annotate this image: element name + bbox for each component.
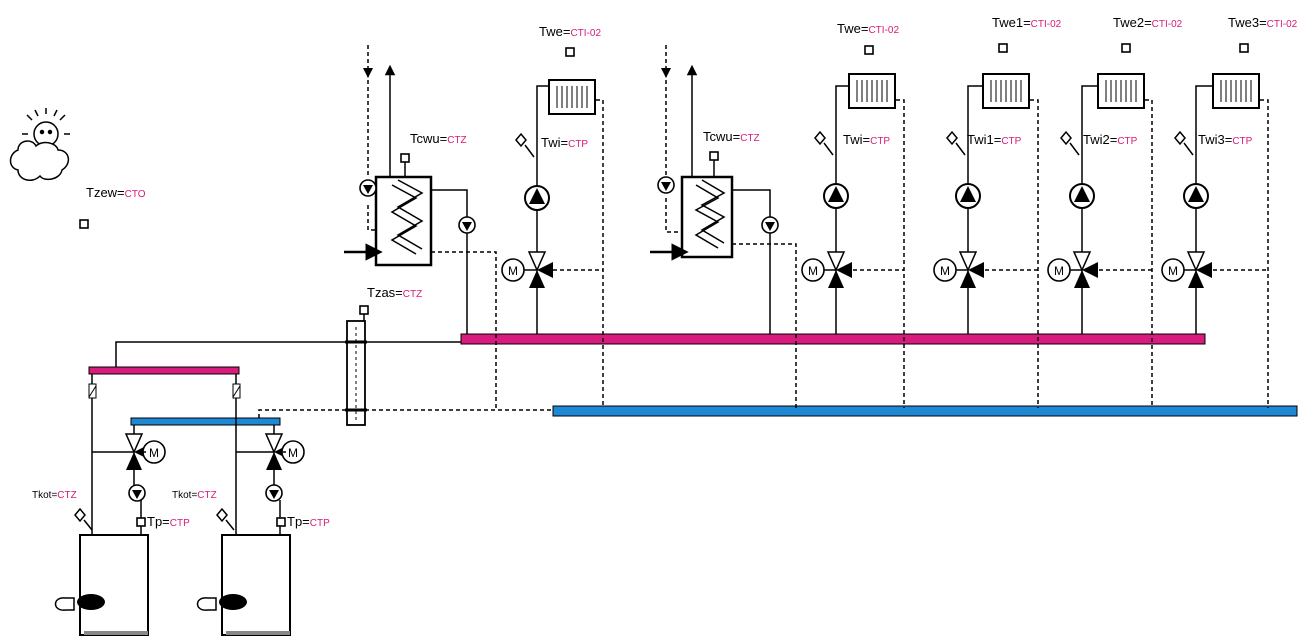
pump-icon [1183, 183, 1209, 209]
label-tkot-1: Tkot=CTZ [32, 490, 77, 501]
sensor-tzew [79, 219, 89, 229]
sensor-tcwu-2 [709, 151, 719, 161]
supply-manifold-main [460, 333, 1206, 345]
svg-text:M: M [508, 264, 518, 278]
thermostat-icon [1060, 131, 1072, 145]
radiator-icon [1212, 73, 1260, 109]
valve-motor-icon: M [1161, 258, 1185, 282]
thermostat-icon [74, 508, 86, 522]
sensor-twe-a [565, 47, 575, 57]
heating-circuit-3: M [1161, 43, 1269, 408]
label-tzas: Tzas=CTZ [367, 285, 422, 300]
label-tkot-2: Tkot=CTZ [172, 490, 217, 501]
thermostat-icon [946, 131, 958, 145]
boiler-2 [196, 374, 291, 636]
weather-sun-cloud-icon [9, 108, 70, 181]
sensor-tzas [359, 305, 369, 315]
sensor-twe1 [998, 43, 1008, 53]
label-twi-b: Twi=CTP [843, 132, 890, 147]
svg-text:M: M [808, 264, 818, 278]
radiator-icon [548, 79, 596, 115]
label-twe-a: Twe=CTI-02 [539, 24, 601, 39]
label-twi1: Twi1=CTP [967, 132, 1022, 147]
heating-circuit-a: M [501, 47, 604, 408]
hydraulic-separator-icon [345, 320, 367, 426]
three-way-valve-icon [522, 251, 554, 289]
valve-motor-icon: M [933, 258, 957, 282]
three-way-valve-icon [953, 251, 985, 289]
radiator-icon [982, 73, 1030, 109]
sensor-tp-1 [136, 517, 146, 527]
label-twi2: Twi2=CTP [1083, 132, 1138, 147]
supply-manifold-boilers [88, 366, 240, 375]
burner-1-icon [54, 594, 105, 611]
three-way-valve-icon [1181, 251, 1213, 289]
thermostat-icon [1174, 131, 1186, 145]
heating-circuit-1: M [933, 43, 1039, 408]
label-twi-a: Twi=CTP [541, 135, 588, 150]
valve-motor-icon: M [501, 258, 525, 282]
pump-icon [657, 176, 675, 194]
svg-text:M: M [1054, 264, 1064, 278]
label-twe1: Twe1=CTI-02 [992, 15, 1062, 30]
pump-icon [1069, 183, 1095, 209]
thermostat-icon [515, 133, 527, 147]
label-tzew: Tzew=CTO [86, 185, 146, 200]
svg-text:M: M [940, 264, 950, 278]
label-twe-b: Twe=CTI-02 [837, 21, 899, 36]
hot-water-tank-icon-2 [680, 175, 734, 259]
return-manifold-main [552, 405, 1298, 417]
valve-motor-icon: M [801, 258, 825, 282]
three-way-valve-icon [1067, 251, 1099, 289]
three-way-valve-icon [821, 251, 853, 289]
radiator-icon [848, 73, 896, 109]
label-tp-2: Tp=CTP [287, 514, 330, 529]
label-tcwu-1: Tcwu=CTZ [410, 131, 467, 146]
valve-motor-icon: M [142, 440, 166, 464]
burner-2-icon [196, 594, 247, 611]
label-tcwu-2: Tcwu=CTZ [703, 129, 760, 144]
label-twi3: Twi3=CTP [1198, 132, 1253, 147]
pump-icon [823, 183, 849, 209]
radiator-icon [1097, 73, 1145, 109]
label-twe2: Twe2=CTI-02 [1113, 15, 1183, 30]
pump-icon [265, 484, 283, 502]
pump-icon [128, 484, 146, 502]
pump-icon [524, 185, 550, 211]
heating-circuit-2: M [1047, 43, 1153, 408]
svg-text:M: M [1168, 264, 1178, 278]
sensor-tp-2 [276, 517, 286, 527]
sensor-twe3 [1239, 43, 1249, 53]
pump-icon [458, 216, 476, 234]
thermostat-icon [216, 508, 228, 522]
heating-circuit-b: M [801, 45, 905, 408]
valve-motor-icon: M [1047, 258, 1071, 282]
valve-motor-icon: M [281, 440, 305, 464]
pump-icon [359, 179, 377, 197]
sensor-twe-b [864, 45, 874, 55]
svg-text:M: M [149, 446, 159, 460]
pump-icon [761, 216, 779, 234]
sensor-twe2 [1121, 43, 1131, 53]
svg-text:M: M [288, 446, 298, 460]
pump-icon [955, 183, 981, 209]
label-twe3: Twe3=CTI-02 [1228, 15, 1298, 30]
boiler-1 [54, 374, 149, 636]
sensor-tcwu-1 [400, 153, 410, 163]
thermostat-icon [814, 131, 826, 145]
hot-water-tank-icon-1 [374, 175, 433, 267]
return-manifold-boilers [130, 417, 281, 426]
label-tp-1: Tp=CTP [147, 514, 190, 529]
